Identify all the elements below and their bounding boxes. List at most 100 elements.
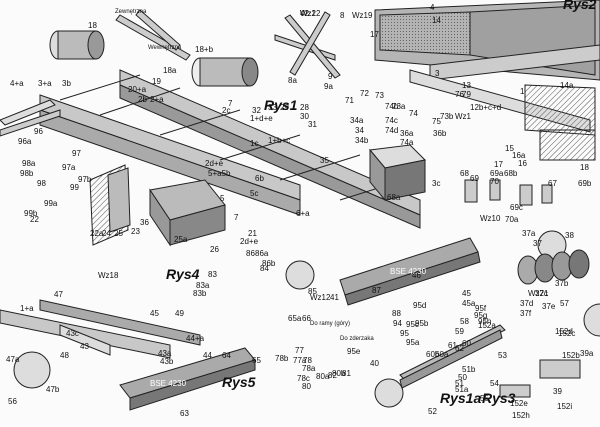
part-label: 82: [328, 371, 337, 380]
part-label: 34a: [350, 116, 364, 125]
part-label: 43: [80, 342, 89, 351]
part-label: 43a: [158, 349, 172, 358]
part-label: 24: [102, 229, 111, 238]
part-label: 15: [505, 144, 514, 153]
part-label: 21: [248, 229, 257, 238]
title-rys3: Rys3: [482, 390, 516, 406]
part-label: 26: [210, 245, 219, 254]
part-label: 40: [370, 359, 379, 368]
note-wewnetrzna: Wewnętrzna: [148, 45, 182, 51]
part-label: 99a: [44, 199, 58, 208]
part-label: 83b: [193, 289, 207, 298]
part-label: 51a: [455, 385, 469, 394]
part-label: 37a: [522, 229, 536, 238]
part-label: 63: [180, 409, 189, 418]
part-label: 77a: [293, 356, 307, 365]
part-label: 1c: [250, 139, 259, 148]
front-axle: [399, 324, 506, 389]
part-label: 95e: [347, 347, 361, 356]
title-rys2: Rys2: [563, 0, 597, 12]
part-label: 22a: [90, 229, 104, 238]
tank-18: [49, 30, 105, 60]
part-label: 78a: [302, 364, 316, 373]
part-label: 2c: [222, 106, 231, 115]
part-label: 86b: [262, 259, 276, 268]
wheel-discs: [13, 230, 600, 408]
part-label: 77: [295, 346, 304, 355]
bumper-65: [119, 347, 256, 411]
part-label: Wz18: [98, 271, 119, 280]
part-label: 1+a: [20, 304, 34, 313]
part-label: 5+a5b: [208, 169, 231, 178]
part-label: 37f: [520, 309, 532, 318]
part-label: 78b: [275, 354, 289, 363]
part-label: 88: [392, 309, 401, 318]
part-label: 68a: [387, 193, 401, 202]
part-label: 12b+c+d: [470, 103, 502, 112]
part-label: 34: [355, 126, 364, 135]
part-label: 14: [432, 16, 441, 25]
part-label: 38: [565, 231, 574, 240]
part-label: 98: [37, 179, 46, 188]
part-label: 73: [375, 91, 384, 100]
bracket-parts: [464, 179, 581, 398]
part-label: 3c: [432, 179, 441, 188]
part-label: 22: [30, 215, 39, 224]
part-label: 65a: [288, 314, 302, 323]
part-label: 152e: [510, 399, 528, 408]
part-label: 30: [300, 112, 309, 121]
part-label: 95h: [478, 317, 492, 326]
mudflaps-23-24: [89, 164, 131, 246]
part-label: 37: [533, 239, 542, 248]
part-label: 18: [580, 163, 589, 172]
part-label: 2+a: [150, 95, 164, 104]
part-label: 74b: [385, 102, 399, 111]
part-label: 20+a: [128, 85, 147, 94]
cab-front-panel: [374, 0, 600, 133]
part-label: 7: [234, 213, 239, 222]
part-label: 95d: [413, 301, 427, 310]
part-label: 16a: [512, 151, 526, 160]
part-label: 78: [303, 356, 312, 365]
part-label: 35: [320, 156, 329, 165]
part-label: 17: [370, 30, 379, 39]
part-label: 69a: [490, 169, 504, 178]
part-label: 28: [300, 103, 309, 112]
part-label: 57: [560, 299, 569, 308]
part-label: 84: [260, 264, 269, 273]
part-label: 83: [208, 270, 217, 279]
part-label: 45: [150, 309, 159, 318]
part-label: Wz1: [455, 112, 471, 121]
part-label: 96: [34, 127, 43, 136]
part-label: 78c: [297, 374, 310, 383]
part-label: 74d: [385, 126, 399, 135]
part-label: 68b: [504, 169, 518, 178]
title-rys1: Rys1: [264, 97, 298, 113]
part-label: 60b: [426, 350, 440, 359]
note-zewnetrzna: Zewnętrzna: [115, 9, 147, 15]
part-label: 51b: [462, 365, 476, 374]
part-label: 95c: [406, 320, 419, 329]
part-label: 3: [435, 69, 440, 78]
part-label: 80a: [316, 372, 330, 381]
part-label: 97a: [62, 163, 76, 172]
part-label: 75: [432, 117, 441, 126]
part-label: 3b: [62, 79, 71, 88]
part-label: Wz12: [310, 293, 331, 302]
part-label: 2d+e: [205, 159, 224, 168]
part-label: 32: [252, 106, 261, 115]
part-label: Wz2: [300, 9, 316, 18]
part-label: 37e: [542, 302, 556, 311]
part-label: 95a: [406, 338, 420, 347]
part-label: 98a: [22, 159, 36, 168]
part-label: 152h: [512, 411, 530, 420]
part-label: 68: [460, 169, 469, 178]
panel-14a: [524, 84, 596, 161]
part-label: 44+a: [186, 334, 205, 343]
part-label: 34b: [355, 136, 369, 145]
part-label: 50: [458, 373, 467, 382]
part-label: 52: [428, 407, 437, 416]
part-label: 152c: [558, 329, 576, 338]
part-label: 73b: [440, 112, 454, 121]
